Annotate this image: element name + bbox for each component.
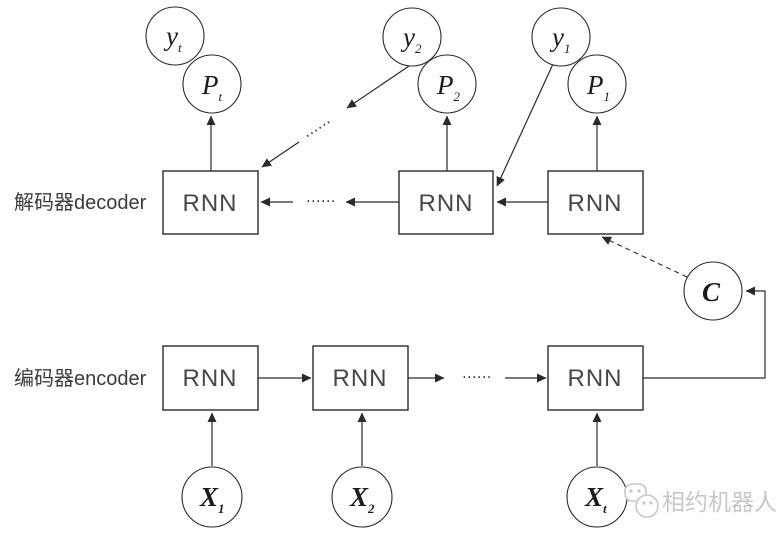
arrow-y2-feedback-lower bbox=[261, 141, 300, 168]
encoder-rnn-label-2: RNN bbox=[333, 365, 388, 392]
decoder-rnn-box-t bbox=[162, 170, 259, 235]
output-node-y2 bbox=[382, 7, 442, 67]
context-node-c bbox=[683, 261, 743, 321]
decoder-rnn-label-t: RNN bbox=[183, 190, 238, 217]
prob-node-pt bbox=[182, 54, 242, 114]
decoder-rnn-label-2: RNN bbox=[419, 190, 474, 217]
encoder-row-label: 编码器encoder bbox=[14, 367, 147, 390]
robot-logo-icon bbox=[624, 483, 659, 518]
decoder-ellipsis: ······ bbox=[306, 194, 336, 210]
encoder-rnn-box-1 bbox=[162, 345, 259, 411]
output-node-y1 bbox=[531, 7, 591, 67]
encoder-rnn-label-t: RNN bbox=[568, 365, 623, 392]
decoder-rnn-box-2 bbox=[398, 170, 494, 235]
prob-node-p2 bbox=[417, 54, 477, 114]
encoder-rnn-box-2 bbox=[312, 345, 409, 411]
input-node-x2 bbox=[331, 466, 393, 528]
prob-label-p2: P2 bbox=[436, 70, 461, 104]
output-label-y1: y1 bbox=[549, 22, 570, 56]
arrow-encoder-to-context bbox=[643, 286, 766, 379]
input-label-x1: X1 bbox=[199, 482, 225, 516]
output-node-yt bbox=[145, 6, 205, 66]
context-label-c: C bbox=[702, 277, 721, 307]
input-node-x1 bbox=[181, 466, 243, 528]
prob-label-pt: Pt bbox=[201, 70, 223, 104]
watermark-text: 相约机器人 bbox=[662, 489, 777, 515]
decoder-rnn-box-1 bbox=[547, 170, 644, 235]
encoder-rnn-label-1: RNN bbox=[183, 365, 238, 392]
encoder-ellipsis: ······ bbox=[462, 370, 492, 386]
decoder-rnn-label-1: RNN bbox=[568, 190, 623, 217]
encoder-rnn-box-t bbox=[547, 345, 644, 411]
watermark: 相约机器人 bbox=[624, 483, 777, 518]
input-label-xt: Xt bbox=[584, 482, 607, 516]
arrow-y2-feedback-upper bbox=[346, 65, 410, 109]
output-label-y2: y2 bbox=[400, 22, 422, 56]
prob-label-p1: P1 bbox=[586, 70, 610, 104]
output-label-yt: yt bbox=[163, 21, 182, 55]
arrow-y1-to-decoder-2 bbox=[496, 63, 554, 187]
arrow-context-to-decoder bbox=[601, 236, 688, 278]
feedback-ellipsis: ······ bbox=[302, 115, 336, 145]
input-label-x2: X2 bbox=[349, 482, 375, 516]
decoder-row-label: 解码器decoder bbox=[14, 191, 147, 214]
prob-node-p1 bbox=[567, 54, 627, 114]
